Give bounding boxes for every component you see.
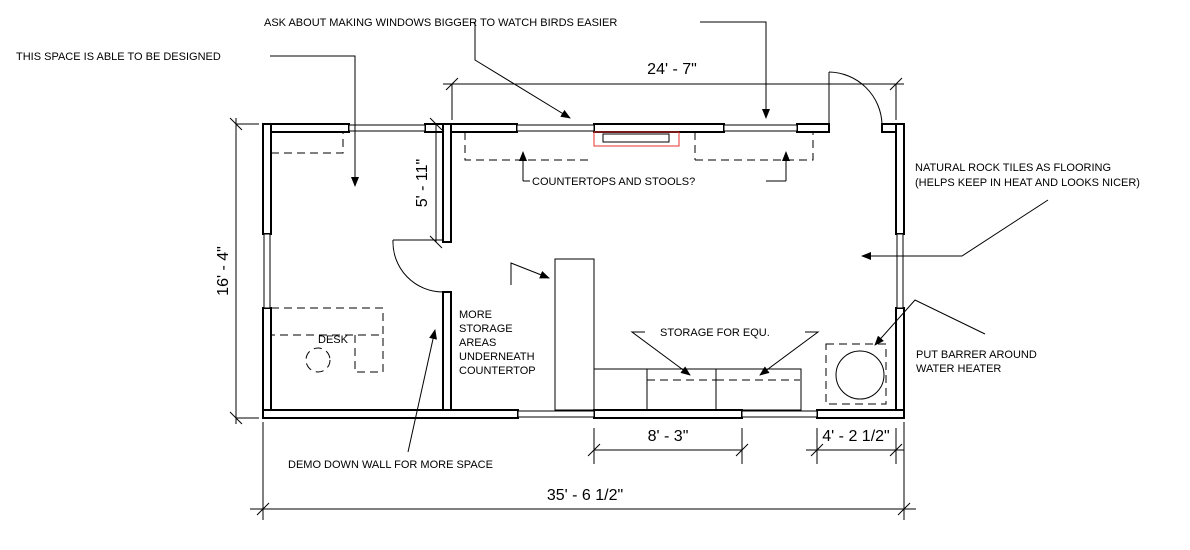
note-storage-line3: AREAS xyxy=(459,337,496,349)
dim-height: 16' - 4" xyxy=(215,246,232,296)
note-storage-line5: COUNTERTOP xyxy=(459,365,536,377)
dim-heater-width: 4' - 2 1/2" xyxy=(822,428,889,445)
interior-walls xyxy=(442,123,452,411)
note-storage-line2: STORAGE xyxy=(459,323,513,335)
label-desk: DESK xyxy=(318,334,349,346)
note-design-space: THIS SPACE IS ABLE TO BE DESIGNED xyxy=(16,51,221,63)
furniture xyxy=(271,131,887,411)
note-water-heater-line1: PUT BARRER AROUND xyxy=(916,349,1037,361)
note-flooring-line1: NATURAL ROCK TILES AS FLOORING xyxy=(915,162,1111,174)
note-demo-wall: DEMO DOWN WALL FOR MORE SPACE xyxy=(288,459,493,471)
note-water-heater-line2: WATER HEATER xyxy=(916,363,1001,375)
dim-interior-wall: 5' - 11" xyxy=(414,159,431,207)
note-storage-line1: MORE xyxy=(459,309,492,321)
dim-total-width: 35' - 6 1/2" xyxy=(547,487,623,504)
note-storage-line4: UNDERNEATH xyxy=(459,351,535,363)
note-windows: ASK ABOUT MAKING WINDOWS BIGGER TO WATCH… xyxy=(264,17,617,29)
note-countertops: COUNTERTOPS AND STOOLS? xyxy=(532,176,695,188)
dim-top-width: 24' - 7" xyxy=(647,61,697,78)
dimension-lines xyxy=(229,77,916,520)
annotation-leaders xyxy=(270,21,1049,453)
note-flooring-line2: (HELPS KEEP IN HEAT AND LOOKS NICER) xyxy=(915,177,1140,189)
note-storage-equipment: STORAGE FOR EQU. xyxy=(660,327,770,339)
dim-storage-width: 8' - 3" xyxy=(648,428,689,445)
exterior-walls xyxy=(262,123,905,419)
